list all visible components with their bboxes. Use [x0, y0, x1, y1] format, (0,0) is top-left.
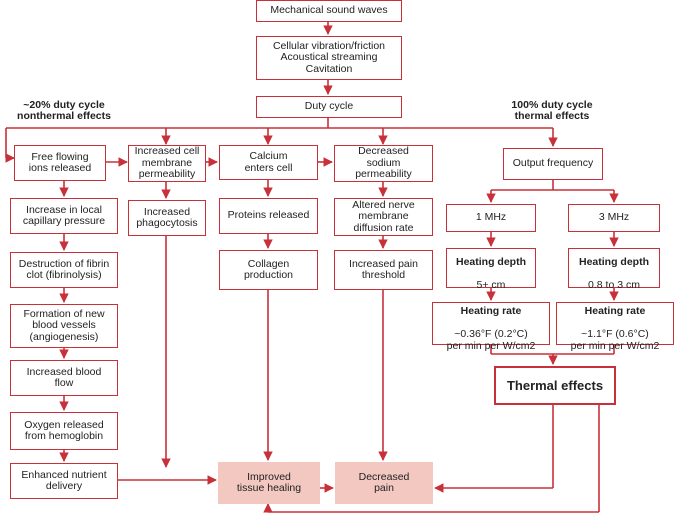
col1-item-label: Formation of new blood vessels (angiogen… [23, 307, 105, 343]
improved-tissue-healing-label: Improved tissue healing [236, 470, 302, 494]
heating-depth-1mhz-content: Heating depth 5+ cm [456, 245, 526, 291]
free-flowing-ions-box: Free flowing ions released [14, 145, 106, 181]
proteins-released-box: Proteins released [219, 198, 318, 234]
output-frequency-box: Output frequency [503, 148, 603, 180]
heating-depth-label: Heating depth [579, 255, 649, 268]
capillary-pressure-box: Increase in local capillary pressure [10, 198, 118, 234]
cellular-vibration-label: Cellular vibration/friction Acoustical s… [272, 39, 386, 75]
heating-depth-label: Heating depth [456, 255, 526, 268]
angiogenesis-box: Formation of new blood vessels (angiogen… [10, 304, 118, 348]
col2-item-label: Increased phagocytosis [136, 205, 198, 229]
nutrient-delivery-box: Enhanced nutrient delivery [10, 463, 118, 499]
sodium-permeability-box: Decreased sodium permeability [334, 145, 433, 182]
col1-item-label: Enhanced nutrient delivery [21, 468, 107, 492]
improved-tissue-healing-box: Improved tissue healing [218, 462, 320, 504]
mechanical-sound-waves-box: Mechanical sound waves [256, 0, 402, 22]
col1-item-label: Destruction of fibrin clot (fibrinolysis… [18, 257, 110, 281]
col3-item-label: Calcium enters cell [244, 150, 293, 174]
mechanical-sound-waves-label: Mechanical sound waves [270, 4, 388, 17]
col4-item-label: Decreased sodium permeability [355, 145, 412, 181]
rate-1mhz-value: ~0.36°F (0.2°C) per min per W/cm2 [446, 328, 536, 352]
heating-depth-3mhz-box: Heating depth 0.8 to 3 cm [568, 245, 660, 291]
duty-cycle-label: Duty cycle [304, 100, 354, 113]
freq-3mhz-box: 3 MHz [568, 204, 660, 232]
heating-rate-label: Heating rate [584, 305, 646, 318]
decreased-pain-box: Decreased pain [335, 462, 433, 504]
depth-1mhz-value: 5+ cm [476, 278, 506, 291]
col1-item-label: Free flowing ions released [28, 150, 92, 174]
col2-item-label: Increased cell membrane permeability [134, 145, 200, 181]
cell-membrane-permeability-box: Increased cell membrane permeability [128, 145, 206, 182]
freq-1mhz-label: 1 MHz [475, 211, 507, 224]
oxygen-released-box: Oxygen released from hemoglobin [10, 412, 118, 450]
calcium-enters-cell-box: Calcium enters cell [219, 145, 318, 180]
pain-threshold-box: Increased pain threshold [334, 250, 433, 290]
heating-rate-3mhz-content: Heating rate ~1.1°F (0.6°C) per min per … [571, 295, 660, 353]
rate-3mhz-value: ~1.1°F (0.6°C) per min per W/cm2 [570, 328, 660, 352]
thermal-effects-label: 100% duty cycle thermal effects [511, 99, 593, 122]
fibrinolysis-box: Destruction of fibrin clot (fibrinolysis… [10, 252, 118, 288]
output-frequency-label: Output frequency [512, 157, 594, 170]
heating-depth-1mhz-box: Heating depth 5+ cm [446, 245, 536, 291]
col1-item-label: Increase in local capillary pressure [22, 203, 106, 227]
freq-1mhz-box: 1 MHz [446, 204, 536, 232]
cellular-vibration-box: Cellular vibration/friction Acoustical s… [256, 36, 402, 80]
col3-item-label: Proteins released [227, 209, 310, 222]
nerve-membrane-box: Altered nerve membrane diffusion rate [334, 198, 433, 236]
thermal-effects-box-label: Thermal effects [506, 377, 604, 393]
phagocytosis-box: Increased phagocytosis [128, 200, 206, 236]
decreased-pain-label: Decreased pain [358, 470, 410, 494]
depth-3mhz-value: 0.8 to 3 cm [588, 278, 640, 291]
heating-rate-label: Heating rate [460, 305, 522, 318]
col4-item-label: Altered nerve membrane diffusion rate [352, 198, 415, 234]
heating-rate-3mhz-box: Heating rate ~1.1°F (0.6°C) per min per … [556, 302, 674, 351]
heating-rate-1mhz-content: Heating rate ~0.36°F (0.2°C) per min per… [447, 295, 536, 353]
collagen-production-box: Collagen production [219, 250, 318, 290]
thermal-effects-box: Thermal effects [494, 366, 616, 405]
heating-depth-3mhz-content: Heating depth 0.8 to 3 cm [579, 245, 649, 291]
col4-item-label: Increased pain threshold [349, 257, 418, 281]
duty-cycle-box: Duty cycle [256, 96, 402, 118]
nonthermal-effects-label: ~20% duty cycle nonthermal effects [17, 99, 111, 122]
heating-rate-1mhz-box: Heating rate ~0.36°F (0.2°C) per min per… [432, 302, 550, 351]
freq-3mhz-label: 3 MHz [598, 211, 630, 224]
col3-item-label: Collagen production [243, 257, 294, 281]
increased-blood-flow-box: Increased blood flow [10, 360, 118, 396]
col1-item-label: Increased blood flow [26, 365, 102, 389]
col1-item-label: Oxygen released from hemoglobin [24, 418, 104, 442]
